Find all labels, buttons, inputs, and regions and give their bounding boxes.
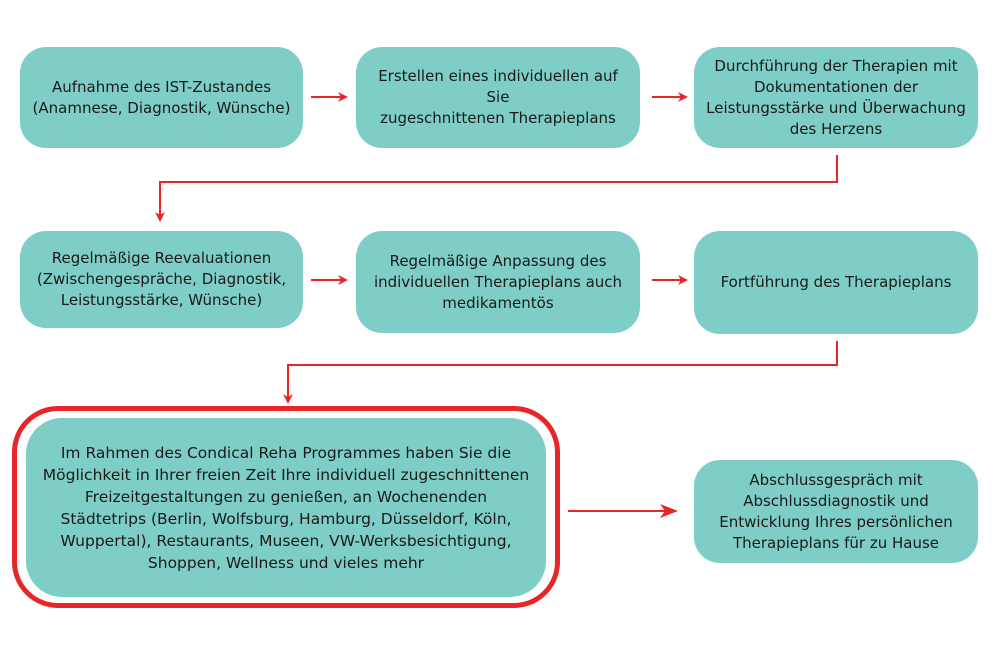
step-6-box: Fortführung des Therapieplans — [694, 231, 978, 334]
step-1-box: Aufnahme des IST-Zustandes (Anamnese, Di… — [20, 47, 303, 148]
step-2-box: Erstellen eines individuellen auf Sie zu… — [356, 47, 640, 148]
step-2-text: Erstellen eines individuellen auf Sie zu… — [378, 67, 618, 127]
step-3-text: Durchführung der Therapien mit Dokumenta… — [706, 56, 966, 138]
arrow-3-to-4 — [155, 155, 838, 222]
step-6-text: Fortführung des Therapieplans — [720, 273, 952, 291]
highlight-frame — [12, 406, 560, 608]
step-7-box: Im Rahmen des Condical Reha Programmes h… — [26, 418, 546, 597]
step-7-text: Im Rahmen des Condical Reha Programmes h… — [42, 443, 530, 572]
step-4-text: Regelmäßige Reevaluationen (Zwischengesp… — [36, 249, 287, 309]
step-5-text: Regelmäßige Anpassung des individuellen … — [373, 251, 623, 312]
step-5-box: Regelmäßige Anpassung des individuellen … — [356, 231, 640, 333]
step-4-box: Regelmäßige Reevaluationen (Zwischengesp… — [20, 231, 303, 328]
arrow-6-to-7 — [283, 341, 838, 404]
step-3-box: Durchführung der Therapien mit Dokumenta… — [694, 47, 978, 148]
step-1-text: Aufnahme des IST-Zustandes (Anamnese, Di… — [32, 77, 291, 117]
step-8-box: Abschlussgespräch mit Abschlussdiagnosti… — [694, 460, 978, 563]
step-8-text: Abschlussgespräch mit Abschlussdiagnosti… — [719, 470, 953, 552]
